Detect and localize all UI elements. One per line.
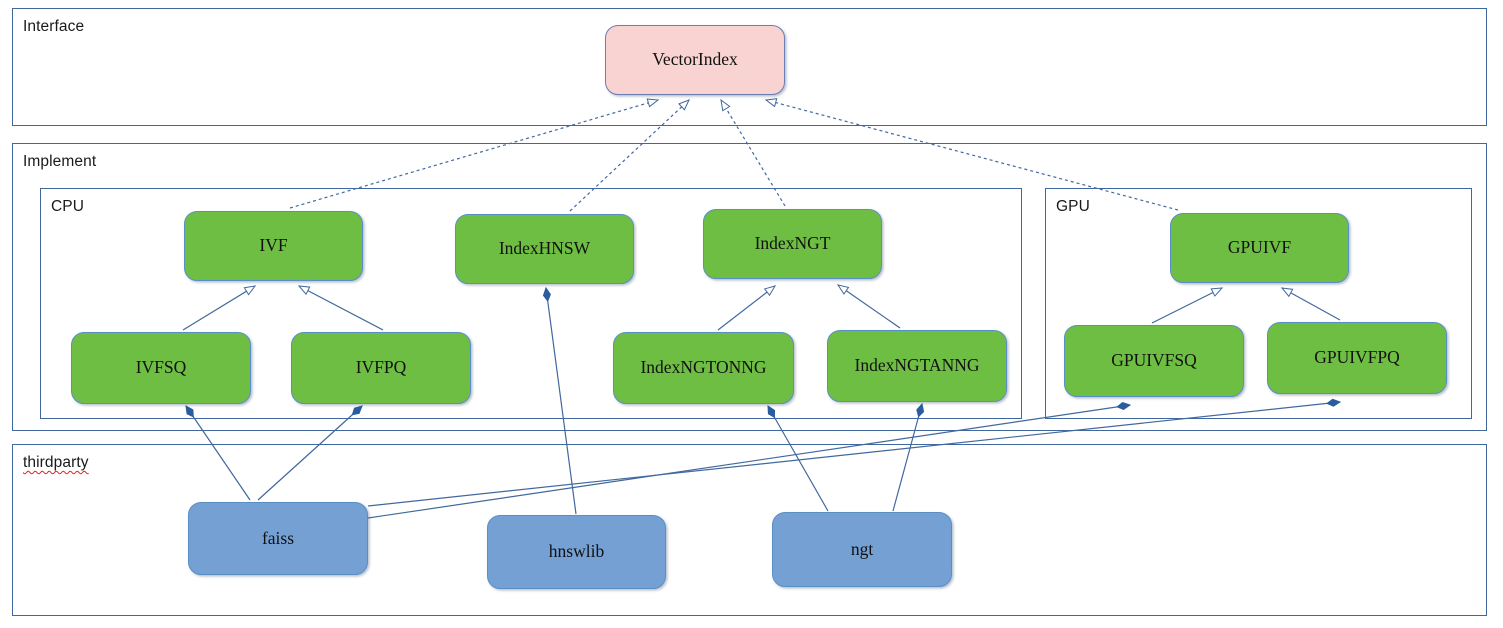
node-vectorindex[interactable]: VectorIndex [605, 25, 785, 95]
node-faiss[interactable]: faiss [188, 502, 368, 575]
node-indexngtanng[interactable]: IndexNGTANNG [827, 330, 1007, 402]
node-gpuivfsq[interactable]: GPUIVFSQ [1064, 325, 1244, 397]
node-indexhnsw[interactable]: IndexHNSW [455, 214, 634, 284]
group-label-thirdparty: thirdparty [23, 454, 89, 471]
group-box-thirdparty [12, 444, 1487, 616]
group-label-cpu: CPU [51, 198, 85, 215]
group-label-gpu: GPU [1056, 198, 1090, 215]
group-box-cpu [40, 188, 1022, 419]
group-box-implement [12, 143, 1487, 431]
group-box-gpu [1045, 188, 1472, 419]
node-gpuivfpq[interactable]: GPUIVFPQ [1267, 322, 1447, 394]
node-ivf[interactable]: IVF [184, 211, 363, 281]
node-hnswlib[interactable]: hnswlib [487, 515, 666, 589]
group-label-interface: Interface [23, 18, 85, 35]
node-ivfsq[interactable]: IVFSQ [71, 332, 251, 404]
node-indexngt[interactable]: IndexNGT [703, 209, 882, 279]
node-ivfpq[interactable]: IVFPQ [291, 332, 471, 404]
group-label-implement: Implement [23, 153, 97, 170]
node-ngt[interactable]: ngt [772, 512, 952, 587]
node-gpuivf[interactable]: GPUIVF [1170, 213, 1349, 283]
node-indexngtonng[interactable]: IndexNGTONNG [613, 332, 794, 404]
group-box-interface [12, 8, 1487, 126]
